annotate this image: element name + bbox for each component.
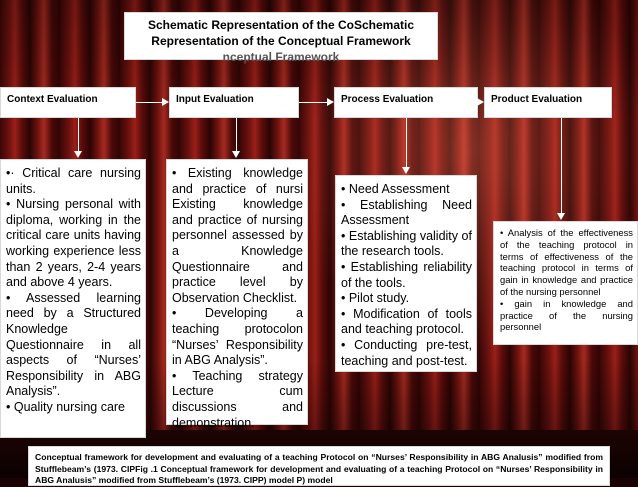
title-line-1: Schematic Representation of the CoSchema… — [147, 18, 415, 32]
list-item: • Developing a teaching protocolon “Nurs… — [172, 306, 303, 368]
context-evaluation-details: •· Critical care nursing units. • Nursin… — [0, 159, 146, 438]
list-item: • Teaching strategy Lecture cum discussi… — [172, 368, 303, 430]
header-context-evaluation: Context Evaluation — [0, 87, 136, 118]
list-item: • gain in knowledge and practice of the … — [500, 297, 633, 333]
list-item: • Establishing validity of the research … — [341, 228, 472, 259]
arrow-input-down-head — [232, 151, 240, 158]
list-item: • Quality nursing care — [6, 399, 126, 414]
list-item: • Existing knowledge and practice of nur… — [172, 166, 303, 305]
header-input-evaluation: Input Evaluation — [169, 87, 299, 118]
arrow-input-process-head — [327, 98, 334, 106]
title-line-3: nceptual Framework — [222, 50, 340, 64]
list-item: • Modification of tools and teaching pro… — [341, 306, 472, 337]
list-item: • Establishing reliability of the tools. — [341, 259, 472, 290]
arrow-input-down-line — [236, 118, 237, 152]
arrow-context-input-line — [136, 102, 163, 103]
arrow-context-input-head — [162, 98, 169, 106]
list-item: • Analysis of the effectiveness of the t… — [500, 227, 633, 297]
figure-caption: Conceptual framework for development and… — [28, 446, 610, 486]
arrow-process-product-head — [477, 98, 484, 106]
header-product-evaluation: Product Evaluation — [484, 87, 612, 118]
arrow-product-down-head — [557, 213, 565, 220]
list-item: • Establishing Need Assessment — [341, 197, 472, 228]
list-item: • Conducting pre-test, teaching and post… — [341, 337, 472, 368]
arrow-product-down-line — [561, 118, 562, 214]
header-process-evaluation: Process Evaluation — [334, 87, 478, 118]
list-item: • Pilot study. — [341, 291, 410, 306]
title-line-2: Representation of the Conceptual Framewo… — [151, 34, 411, 48]
arrow-process-down-head — [402, 167, 410, 174]
process-evaluation-details: • Need Assessment • Establishing Need As… — [335, 175, 477, 372]
arrow-input-process-line — [299, 102, 328, 103]
list-item: • Need Assessment — [341, 182, 450, 196]
input-evaluation-details: • Existing knowledge and practice of nur… — [166, 159, 308, 430]
arrow-context-down-head — [74, 151, 82, 158]
list-item: • Nursing personal with diploma, working… — [6, 197, 141, 290]
diagram-title: Schematic Representation of the CoSchema… — [124, 12, 438, 64]
arrow-context-down-line — [78, 118, 79, 152]
list-item: • Assessed learning need by a Structured… — [6, 290, 141, 399]
arrow-process-down-line — [406, 118, 407, 168]
product-evaluation-details: • Analysis of the effectiveness of the t… — [493, 221, 638, 345]
list-item: •· Critical care nursing units. — [6, 166, 141, 196]
